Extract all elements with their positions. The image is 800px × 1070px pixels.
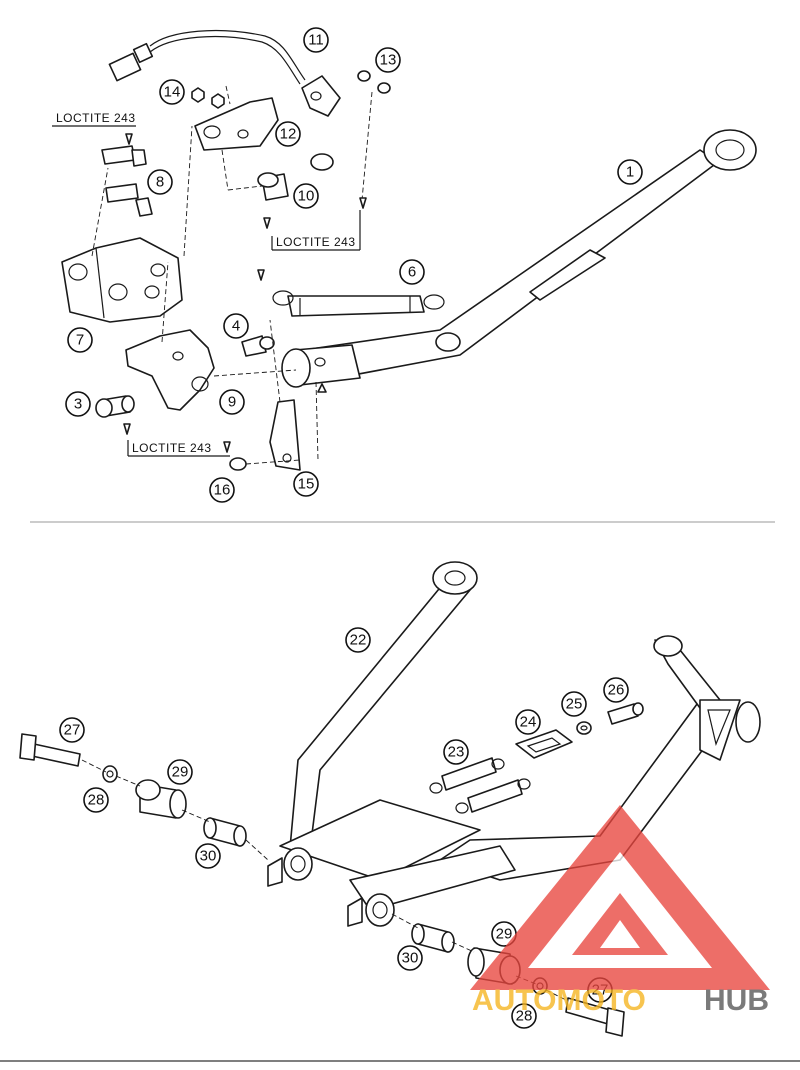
- loctite-drop-bolt10: [263, 217, 271, 229]
- svg-text:12: 12: [280, 126, 297, 143]
- callout-1: 1: [617, 159, 643, 185]
- svg-text:25: 25: [566, 696, 583, 713]
- sleeve-30-right: [411, 923, 455, 953]
- watermark-text-right: HUB: [704, 984, 769, 1017]
- callout-3: 3: [65, 391, 91, 417]
- callout-23: 23: [443, 739, 469, 765]
- loctite-drop-bushing: [123, 423, 131, 435]
- washer-25: [576, 721, 592, 735]
- svg-text:7: 7: [76, 332, 84, 349]
- locking-pin: [229, 457, 247, 471]
- svg-text:26: 26: [608, 682, 625, 699]
- sensor-plate: [269, 399, 301, 471]
- stand-pivot-sleeve: [281, 344, 361, 388]
- stand-spring: [272, 290, 445, 317]
- callout-12: 12: [275, 121, 301, 147]
- callout-14: 14: [159, 79, 185, 105]
- callout-9: 9: [219, 389, 245, 415]
- spring-bolt: [241, 335, 275, 357]
- svg-text:22: 22: [350, 632, 367, 649]
- switch-screws: [357, 70, 391, 209]
- svg-text:1: 1: [626, 164, 634, 181]
- callout-16: 16: [209, 477, 235, 503]
- svg-text:13: 13: [380, 52, 397, 69]
- loctite-drop-bolt8: [125, 133, 133, 145]
- bracket-bolts: [101, 145, 153, 217]
- callout-15: 15: [293, 471, 319, 497]
- callout-28-right: 28: [511, 1003, 537, 1029]
- spring-bracket: [515, 729, 573, 759]
- sensor-bracket: [194, 97, 279, 151]
- watermark-logo-triangle: [470, 805, 770, 990]
- screw-26: [607, 702, 644, 725]
- callout-29-right: 29: [491, 921, 517, 947]
- callout-28-left: 28: [83, 787, 109, 813]
- callout-13: 13: [375, 47, 401, 73]
- svg-text:29: 29: [172, 764, 189, 781]
- svg-text:23: 23: [448, 744, 465, 761]
- svg-text:30: 30: [200, 848, 217, 865]
- callout-22: 22: [345, 627, 371, 653]
- side-stand-assembly: LOCTITE 243 LOCTITE 243 LOCTITE 243 1 3 …: [52, 27, 757, 503]
- svg-text:8: 8: [156, 174, 164, 191]
- callout-4: 4: [223, 313, 249, 339]
- svg-text:9: 9: [228, 394, 236, 411]
- callout-30-left: 30: [195, 843, 221, 869]
- callout-30-right: 30: [397, 945, 423, 971]
- callout-6: 6: [399, 259, 425, 285]
- side-stand-leg: [289, 129, 757, 386]
- svg-text:30: 30: [402, 950, 419, 967]
- loctite-drop-bolt4: [257, 269, 265, 281]
- loctite-label-middle: LOCTITE 243: [276, 235, 356, 249]
- svg-text:11: 11: [308, 32, 324, 49]
- svg-text:28: 28: [88, 792, 105, 809]
- sleeve-30-left: [203, 817, 247, 847]
- svg-text:4: 4: [232, 318, 240, 335]
- svg-text:16: 16: [214, 482, 231, 499]
- bolt-27-left: [19, 733, 81, 767]
- svg-text:6: 6: [408, 264, 416, 281]
- hex-nuts: [191, 87, 225, 109]
- callout-7: 7: [67, 327, 93, 353]
- svg-text:3: 3: [74, 396, 82, 413]
- svg-text:29: 29: [496, 926, 513, 943]
- svg-text:24: 24: [520, 714, 537, 731]
- center-stand-frame: [267, 561, 761, 927]
- callout-25: 25: [561, 691, 587, 717]
- svg-text:28: 28: [516, 1008, 533, 1025]
- bolt-27-right: [565, 997, 625, 1037]
- washer-28-left: [102, 765, 118, 783]
- stand-plate: [125, 329, 215, 411]
- callout-11: 11: [303, 27, 329, 53]
- side-stand-switch: [108, 29, 341, 117]
- callout-29-left: 29: [167, 759, 193, 785]
- mounting-bracket: [61, 237, 183, 323]
- svg-text:10: 10: [298, 188, 315, 205]
- watermark-text-left: AUTOMOTO: [472, 984, 646, 1017]
- svg-text:15: 15: [298, 476, 315, 493]
- callout-8: 8: [147, 169, 173, 195]
- callout-27-left: 27: [59, 717, 85, 743]
- center-stand-springs: [429, 757, 531, 814]
- loctite-label-bottom: LOCTITE 243: [132, 441, 212, 455]
- loctite-label-top-left: LOCTITE 243: [56, 111, 136, 125]
- svg-text:14: 14: [164, 84, 181, 101]
- automotohub-watermark: AUTOMOTO HUB: [470, 805, 770, 1017]
- callout-24: 24: [515, 709, 541, 735]
- pivot-bushing: [95, 395, 135, 418]
- center-stand-assembly: 22 23 24 25 26 27 28 29 30 29 30 28 27: [19, 561, 761, 1037]
- callout-10: 10: [293, 183, 319, 209]
- pivot-bolts: [257, 153, 334, 201]
- loctite-drop-pin: [223, 441, 231, 453]
- svg-text:27: 27: [64, 722, 81, 739]
- callout-26: 26: [603, 677, 629, 703]
- bushing-29-left: [135, 779, 187, 819]
